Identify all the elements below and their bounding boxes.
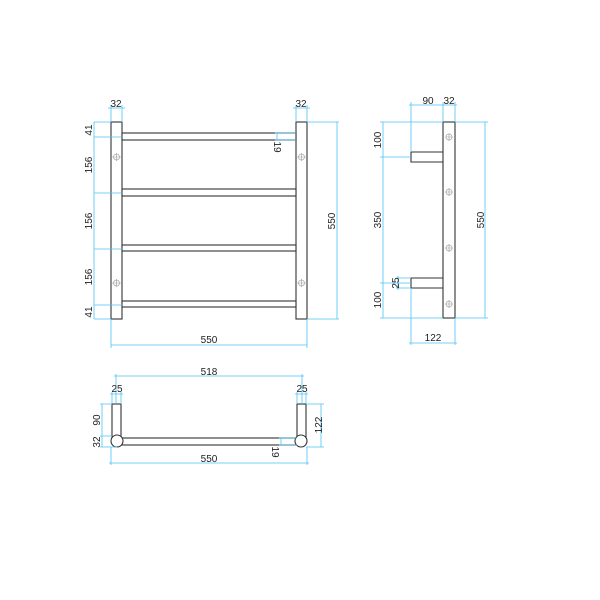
- rail: [121, 188, 297, 197]
- side-mounting-hole-icons: [445, 133, 453, 308]
- dim-arm-width-left: 25: [111, 384, 123, 395]
- side-dimension-lines: [380, 102, 488, 345]
- dim-spacing-1: 156: [84, 156, 95, 173]
- mounting-hole-icons: [112, 153, 306, 287]
- dim-inner-width: 518: [201, 367, 218, 378]
- bottom-arm: [410, 277, 446, 289]
- dim-post-width-left: 32: [110, 99, 122, 110]
- dim-post-width: 32: [443, 96, 455, 107]
- dim-spacing-2: 156: [84, 212, 95, 229]
- dim-top-offset: 100: [373, 131, 384, 148]
- rail: [121, 244, 297, 252]
- dim-total-depth: 122: [314, 416, 325, 433]
- front-dimension-lines: [93, 105, 339, 348]
- front-view: 32 32 41 156 156 156 41 19 550 550: [84, 99, 339, 348]
- dim-bottom-offset: 41: [84, 306, 95, 318]
- dim-bottom-offset: 100: [373, 291, 384, 308]
- dim-arm-width-right: 25: [296, 384, 308, 395]
- top-dimension-lines: [100, 374, 324, 465]
- dim-width: 550: [201, 454, 218, 465]
- rail: [120, 437, 298, 446]
- dim-rail-diameter: 19: [269, 446, 280, 458]
- dim-arm-depth: 90: [422, 96, 434, 107]
- dim-height: 550: [327, 212, 338, 229]
- dim-rail-diameter: 19: [271, 141, 282, 153]
- side-post: [442, 121, 456, 319]
- dim-arm-spacing: 350: [373, 211, 384, 228]
- left-post: [110, 121, 123, 320]
- dim-height: 550: [476, 211, 487, 228]
- dim-total-depth: 122: [425, 333, 442, 344]
- side-view: 90 32 100 350 100 25 550 122: [373, 96, 488, 345]
- rail: [121, 132, 297, 141]
- top-arm: [410, 151, 446, 163]
- right-post-section: [294, 434, 308, 448]
- dim-arm-diameter: 25: [391, 277, 402, 289]
- dim-spacing-3: 156: [84, 268, 95, 285]
- dim-post-width-right: 32: [295, 99, 307, 110]
- top-view: 518 25 25 90 32 122 19 550: [92, 367, 325, 465]
- dim-arm-depth: 90: [92, 414, 103, 426]
- dim-post-depth: 32: [92, 436, 103, 448]
- right-post: [295, 121, 308, 320]
- dim-width: 550: [201, 335, 218, 346]
- left-post-section: [110, 434, 124, 448]
- dim-top-offset: 41: [84, 124, 95, 136]
- rail: [121, 300, 297, 308]
